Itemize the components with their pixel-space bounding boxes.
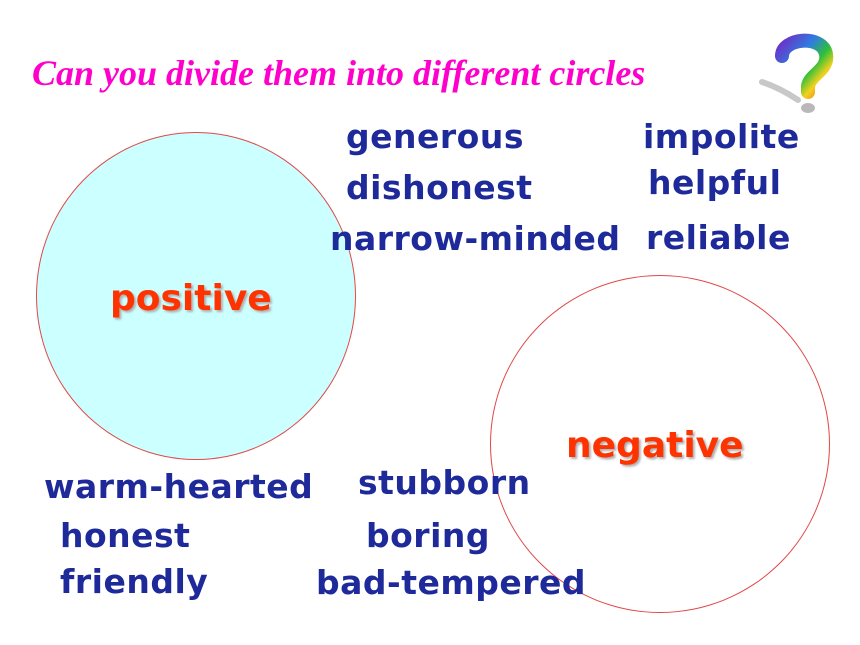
word-bad-tempered[interactable]: bad-tempered: [316, 563, 587, 602]
word-dishonest[interactable]: dishonest: [346, 168, 533, 207]
negative-circle: [490, 275, 830, 613]
word-boring[interactable]: boring: [366, 516, 490, 555]
negative-label: negative: [566, 425, 744, 466]
word-generous[interactable]: generous: [346, 117, 524, 156]
word-warm-hearted[interactable]: warm-hearted: [44, 467, 314, 506]
word-narrow-minded[interactable]: narrow-minded: [330, 219, 621, 258]
word-stubborn[interactable]: stubborn: [358, 463, 531, 502]
word-honest[interactable]: honest: [60, 516, 191, 555]
word-friendly[interactable]: friendly: [60, 562, 209, 601]
positive-label: positive: [110, 278, 272, 319]
word-helpful[interactable]: helpful: [648, 163, 782, 202]
word-reliable[interactable]: reliable: [646, 218, 791, 257]
slide-title: Can you divide them into different circl…: [32, 53, 646, 93]
positive-circle: [36, 132, 356, 460]
word-impolite[interactable]: impolite: [643, 117, 800, 156]
question-mark-icon: [759, 33, 834, 113]
